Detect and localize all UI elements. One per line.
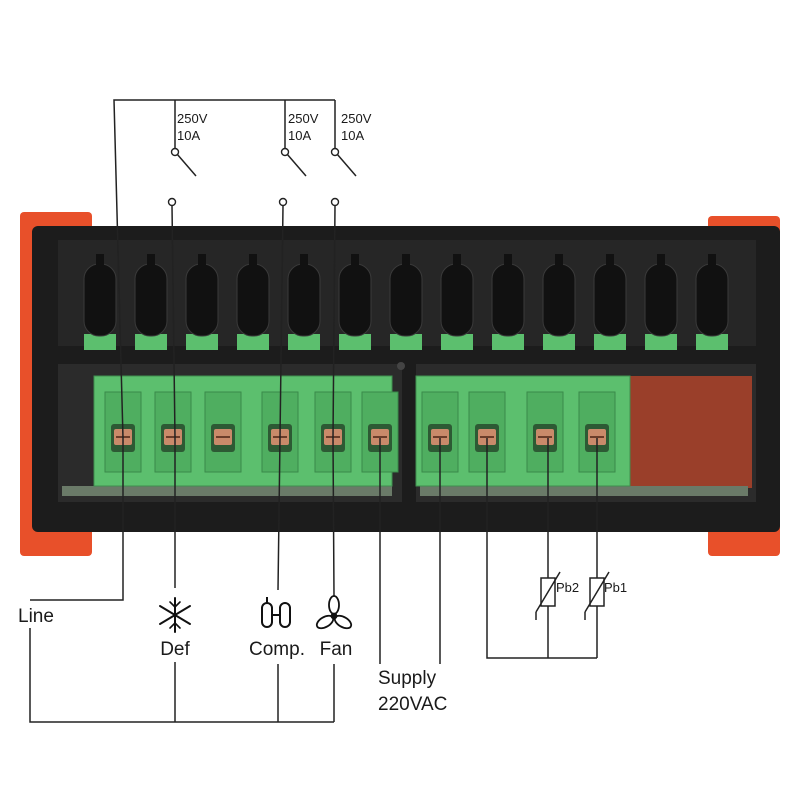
screw-cover-tip	[504, 254, 512, 268]
screw-cover-tip	[147, 254, 155, 268]
relay-switch-comp	[278, 147, 307, 207]
compressor-icon	[261, 597, 291, 628]
pb1-label: Pb1	[604, 580, 627, 595]
screw-cover-tip	[198, 254, 206, 268]
terminal-tab	[390, 334, 422, 350]
terminal-tab	[288, 334, 320, 350]
screw-cover	[83, 263, 117, 337]
line-common-wire	[30, 99, 335, 601]
screw-cover-tip	[96, 254, 104, 268]
screw-cover-tip	[657, 254, 665, 268]
screw-cover	[287, 263, 321, 337]
def-label: Def	[160, 639, 190, 660]
pb2-label: Pb2	[556, 580, 579, 595]
comp-label: Comp.	[249, 639, 305, 660]
screw-cover	[338, 263, 372, 337]
screw-cover-tip	[300, 254, 308, 268]
screw-cover-tip	[249, 254, 257, 268]
probe-pb2-thermistor	[535, 571, 561, 620]
fan-label: Fan	[320, 639, 353, 660]
line-label: Line	[18, 606, 54, 627]
screw-cover-tip	[402, 254, 410, 268]
screw-cover	[491, 263, 525, 337]
terminal-tab	[645, 334, 677, 350]
terminal-tab	[339, 334, 371, 350]
terminal-tab	[696, 334, 728, 350]
relay-current: 10A	[341, 128, 364, 143]
terminal-tab	[84, 334, 116, 350]
screw-cover-tip	[453, 254, 461, 268]
terminal-tab	[492, 334, 524, 350]
screw-cover	[389, 263, 423, 337]
relay-voltage: 250V	[341, 111, 372, 126]
snowflake-icon	[159, 597, 191, 633]
relay-switch-def	[167, 147, 197, 207]
relay-current: 10A	[177, 128, 200, 143]
relay-voltage: 250V	[288, 111, 319, 126]
terminal-tab	[186, 334, 218, 350]
relay-rating-def: 250V 10A	[177, 111, 208, 143]
supply-voltage-label: 220VAC	[378, 694, 447, 715]
terminal-tab	[135, 334, 167, 350]
screw-cover-row	[83, 254, 729, 350]
terminal-tab	[543, 334, 575, 350]
screw-cover	[542, 263, 576, 337]
screw-cover	[695, 263, 729, 337]
relay-current: 10A	[288, 128, 311, 143]
supply-label: Supply	[378, 668, 437, 689]
screw-cover	[644, 263, 678, 337]
screw-cover-tip	[606, 254, 614, 268]
screw-cover	[593, 263, 627, 337]
screw-cover	[185, 263, 219, 337]
screw-cover-tip	[555, 254, 563, 268]
terminal-tab	[441, 334, 473, 350]
wiring	[29, 99, 610, 723]
relay-rating-fan: 250V 10A	[341, 111, 372, 143]
return-bus-wire	[29, 628, 335, 723]
screw-cover	[440, 263, 474, 337]
terminal-tab	[594, 334, 626, 350]
screw-cover	[236, 263, 270, 337]
screw-cover	[134, 263, 168, 337]
terminal-tab	[237, 334, 269, 350]
relay-switch-fan	[330, 147, 357, 207]
fan-icon	[315, 595, 353, 630]
screw-cover-tip	[708, 254, 716, 268]
probe-wires	[486, 438, 598, 659]
relay-voltage: 250V	[177, 111, 208, 126]
probe-pb1-thermistor	[584, 571, 610, 620]
relay-rating-comp: 250V 10A	[288, 111, 319, 143]
screw-cover-tip	[351, 254, 359, 268]
